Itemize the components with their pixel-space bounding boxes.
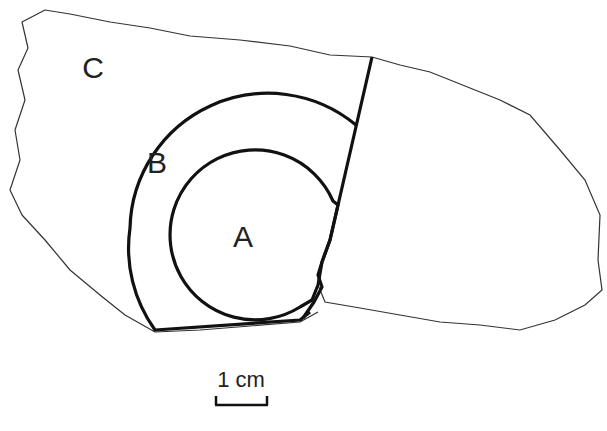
zone-letter: C (82, 51, 104, 84)
zone-letter: B (147, 146, 167, 179)
scale-label-holder: 1 cm (217, 367, 265, 393)
zone-label-holder: C (82, 51, 104, 85)
zone-label-holder: B (147, 146, 167, 180)
zone-label-holder: A (233, 220, 253, 254)
fragment-right-part (318, 57, 602, 330)
zone-letter: A (233, 220, 253, 253)
zone-outline (125, 85, 370, 335)
zone-boundary (129, 93, 356, 330)
outer-zone: CBA (8, 8, 376, 338)
middle-band: BA (125, 85, 370, 335)
zone-boundary (170, 150, 338, 320)
zone-boundary (10, 10, 372, 332)
zone-outline (8, 8, 376, 338)
zone-outline (165, 145, 345, 325)
inner-circle: A (165, 145, 345, 325)
scale-bar (215, 396, 268, 405)
scale-label: 1 cm (217, 367, 265, 392)
fracture-line (303, 57, 372, 318)
